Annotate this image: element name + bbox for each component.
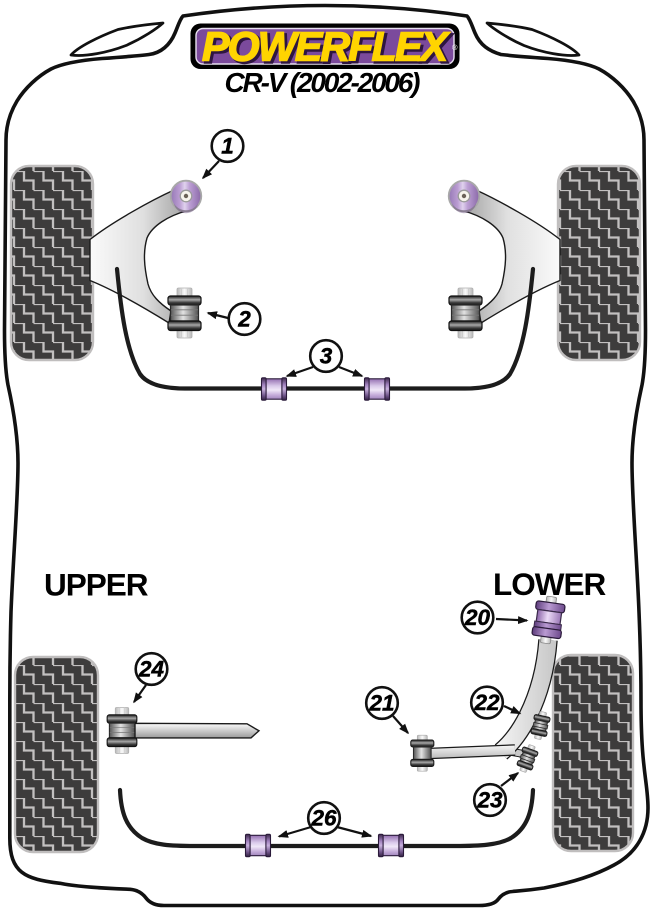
- svg-text:20: 20: [464, 605, 491, 630]
- svg-text:POWERFLEX: POWERFLEX: [204, 25, 453, 71]
- svg-text:CR-V (2002-2006): CR-V (2002-2006): [225, 67, 421, 98]
- svg-text:1: 1: [221, 134, 234, 159]
- svg-text:21: 21: [368, 691, 394, 716]
- svg-text:POWERFLEX: POWERFLEX: [202, 24, 451, 70]
- svg-text:UPPER: UPPER: [44, 567, 149, 603]
- svg-text:®: ®: [452, 43, 458, 52]
- svg-text:22: 22: [473, 690, 500, 715]
- svg-text:24: 24: [138, 657, 165, 682]
- svg-text:3: 3: [320, 344, 333, 369]
- svg-text:26: 26: [310, 806, 337, 831]
- svg-text:LOWER: LOWER: [493, 566, 606, 602]
- svg-text:23: 23: [476, 788, 503, 813]
- svg-text:2: 2: [237, 307, 251, 332]
